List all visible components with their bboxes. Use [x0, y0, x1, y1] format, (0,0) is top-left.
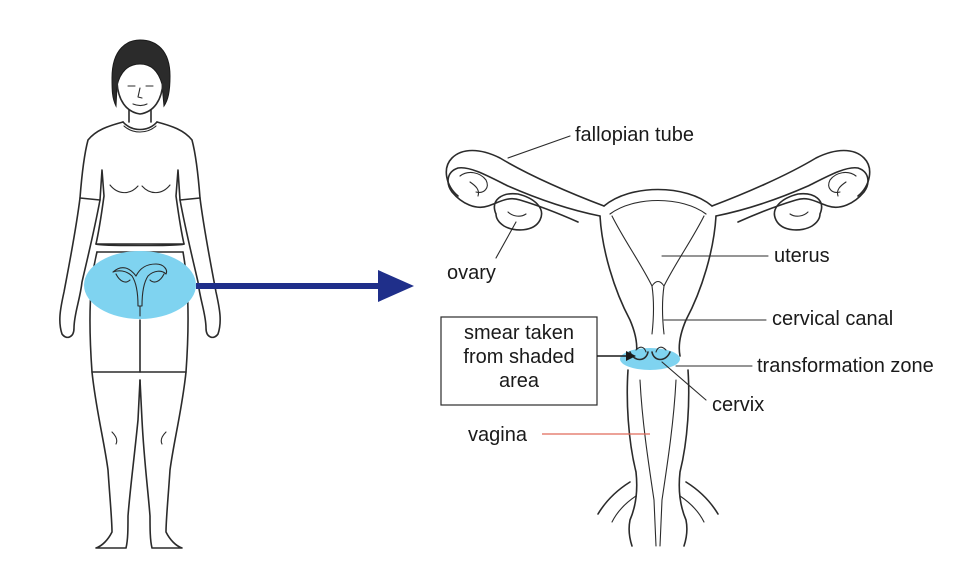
- label-fallopian-tube: fallopian tube: [575, 124, 694, 146]
- vagina-left-wall: [627, 370, 636, 546]
- vagina-right-wall: [679, 370, 688, 546]
- label-ovary: ovary: [447, 262, 496, 284]
- label-transformation-zone: transformation zone: [757, 355, 934, 377]
- right-leg: [140, 372, 186, 548]
- label-vagina: vagina: [468, 424, 528, 446]
- shirt-outline: [80, 122, 200, 244]
- pointer-arrow: [196, 270, 414, 302]
- uterus-left-wall: [600, 216, 637, 356]
- fallopian-tube-leader: [508, 136, 570, 158]
- callout-line-3: area: [499, 370, 540, 392]
- label-cervix: cervix: [712, 394, 764, 416]
- cervix-leader: [662, 362, 706, 400]
- arrow-shaft: [196, 283, 382, 289]
- label-cervical-canal: cervical canal: [772, 308, 893, 330]
- arrow-head: [378, 270, 414, 302]
- uterus-right-wall: [679, 216, 716, 356]
- left-leg: [92, 372, 140, 548]
- callout-line-2: from shaded: [463, 346, 574, 368]
- hair-shape: [112, 40, 170, 106]
- label-uterus: uterus: [774, 245, 830, 267]
- callout-line-1: smear taken: [464, 322, 574, 344]
- smear-callout: smear taken from shaded area: [441, 317, 636, 405]
